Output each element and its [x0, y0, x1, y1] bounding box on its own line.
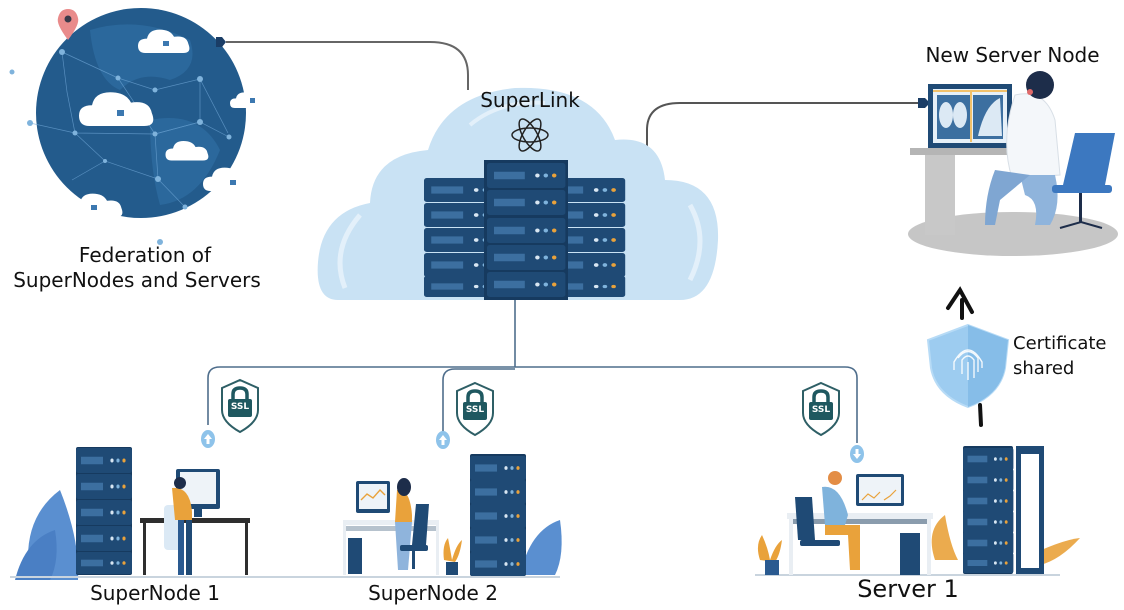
federation-globe	[9, 8, 265, 245]
upload-arrow-icon-supernode-1	[201, 430, 215, 448]
supernode-2-illustration	[340, 454, 562, 578]
ssl-label-server-1: SSL	[811, 405, 831, 415]
ssl-label-supernode-2: SSL	[465, 405, 485, 415]
certificate-arrow	[946, 286, 983, 427]
download-arrow-icon-server-1	[850, 445, 864, 463]
superlink-newserver-connector	[646, 98, 930, 155]
location-pin-icon	[57, 9, 79, 40]
globe-superlink-connector	[216, 37, 469, 90]
superlink-label: SuperLink	[480, 88, 580, 112]
server-1-label: Server 1	[857, 575, 959, 603]
atom-icon	[511, 118, 549, 152]
upload-arrow-icon-supernode-2	[436, 431, 450, 449]
superlink-tree-connector	[207, 300, 858, 443]
supernode-1-label: SuperNode 1	[90, 581, 220, 605]
supernode-2-label: SuperNode 2	[368, 581, 498, 605]
superlink-server-rack-center	[484, 160, 568, 300]
server-1-illustration	[755, 446, 1080, 576]
federation-label-line2: SuperNodes and Servers	[13, 268, 261, 292]
ssl-label-supernode-1: SSL	[230, 402, 250, 412]
new-server-node-label: New Server Node	[925, 43, 1100, 67]
certificate-label-line2: shared	[1013, 358, 1075, 379]
supernode-1-illustration	[10, 447, 350, 580]
certificate-label-line1: Certificate	[1013, 333, 1107, 354]
new-server-node-illustration	[908, 71, 1118, 256]
federation-label-line1: Federation of	[78, 243, 212, 267]
fingerprint-shield-icon	[926, 323, 1010, 409]
